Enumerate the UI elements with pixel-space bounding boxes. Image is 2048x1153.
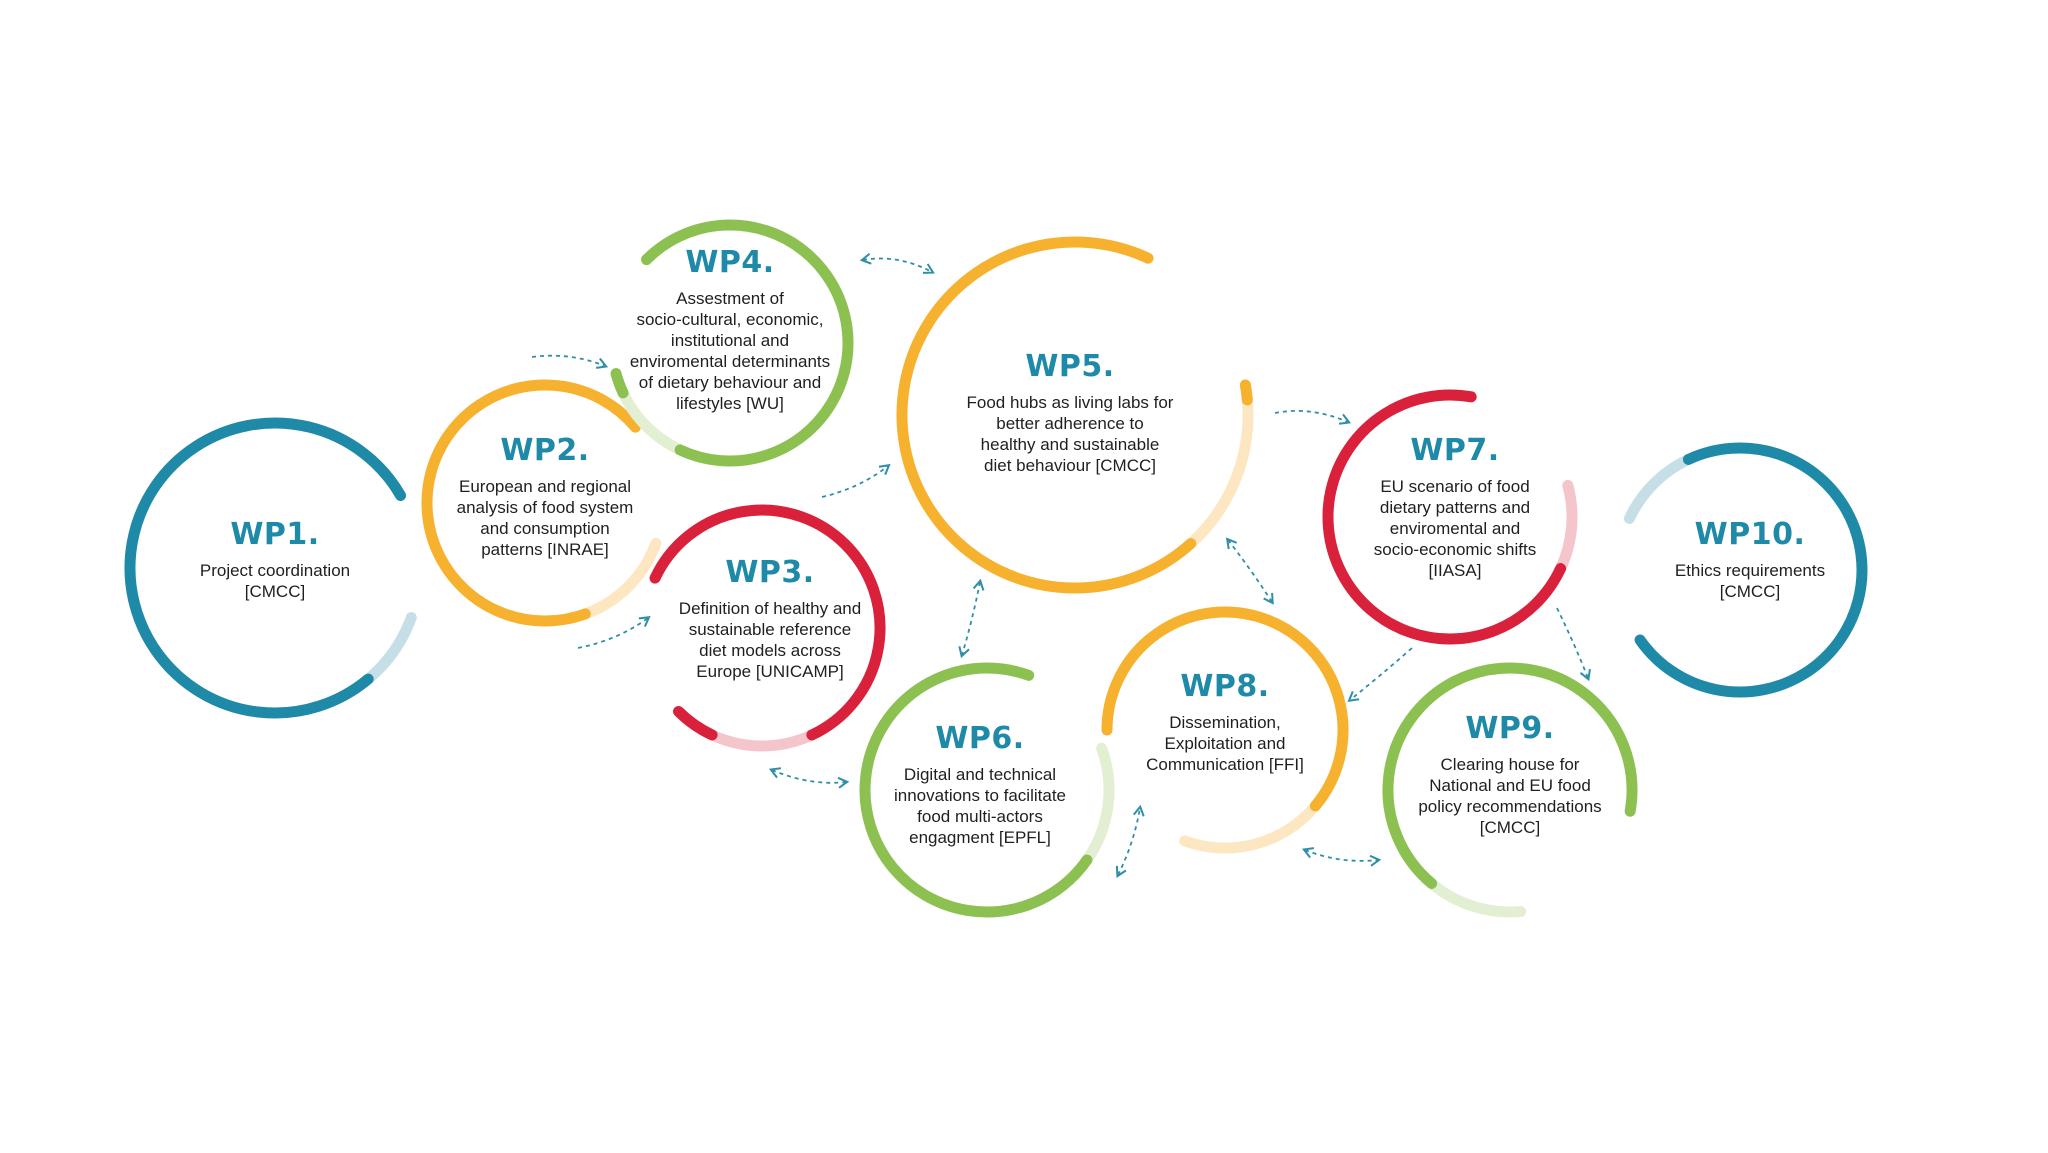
wp1-description: Project coordination [CMCC]: [199, 561, 351, 601]
wp2-label: WP2. European and regional analysis of f…: [420, 434, 670, 560]
arrow-wp2-to-wp4: [531, 354, 609, 369]
wp7-ring-light-arc: [1555, 479, 1578, 575]
wp4-ring-main-arc-2: [641, 219, 854, 467]
wp5-label: WP5. Food hubs as living labs for better…: [925, 350, 1215, 476]
arrow-wp6-wp8: [1115, 804, 1145, 878]
wp2-title: WP2.: [500, 433, 590, 468]
arrow-wp8-wp9: [1301, 847, 1382, 867]
wp10-label: WP10. Ethics requirements [CMCC]: [1630, 518, 1870, 602]
wp1-ring-light-arc: [362, 612, 417, 685]
wp3-ring-main-arc-1: [673, 705, 718, 741]
wp10-description: Ethics requirements [CMCC]: [1674, 561, 1826, 601]
arrow-layer: [531, 252, 1591, 878]
wp9-label: WP9. Clearing house for National and EU …: [1385, 712, 1635, 838]
wp3-ring-main-arc-2: [649, 504, 886, 741]
wp6-ring-light-arc: [1081, 742, 1115, 866]
wp8-label: WP8. Dissemination, Exploitation and Com…: [1110, 670, 1340, 775]
wp5-ring-main-arc-2: [1239, 379, 1253, 406]
arrow-wp2-to-wp3: [577, 616, 651, 649]
wp7-description: EU scenario of food dietary patterns and…: [1373, 477, 1537, 580]
arrow-wp7-to-wp9: [1556, 607, 1591, 682]
wp2-description: European and regional analysis of food s…: [456, 477, 634, 559]
wp1-label: WP1. Project coordination [CMCC]: [155, 518, 395, 602]
wp3-description: Definition of healthy and sustainable re…: [678, 599, 862, 681]
arrow-wp5-wp6: [958, 578, 985, 659]
wp5-description: Food hubs as living labs for better adhe…: [966, 393, 1174, 475]
wp10-ring-light-arc: [1623, 453, 1694, 524]
arrow-wp7-to-wp8: [1347, 647, 1413, 703]
wp6-ring-main-arc-1: [859, 662, 1093, 918]
wp8-description: Dissemination, Exploitation and Communic…: [1146, 713, 1304, 774]
wp6-description: Digital and technical innovations to fac…: [894, 765, 1066, 847]
wp1-title: WP1.: [230, 517, 320, 552]
arrow-wp5-wp8: [1225, 537, 1274, 605]
wp1-ring-main-arc-1: [124, 417, 407, 719]
wp2-ring-main-arc-1: [421, 379, 641, 627]
wp9-description: Clearing house for National and EU food …: [1418, 755, 1602, 837]
wp8-ring-main-arc-1: [1101, 606, 1349, 812]
wp6-title: WP6.: [935, 721, 1025, 756]
arrow-wp3-wp6: [768, 767, 850, 789]
ring-layer: [124, 219, 1868, 918]
arrow-wp4-wp5: [859, 252, 935, 274]
wp4-ring-main-arc-1: [610, 368, 629, 399]
wp6-label: WP6. Digital and technical innovations t…: [855, 722, 1105, 848]
wp5-ring-light-arc: [1185, 394, 1254, 550]
arrow-wp5-to-wp7: [1274, 409, 1352, 425]
wp4-description: Assestment of socio-cultural, economic, …: [629, 289, 831, 413]
wp9-ring-main-arc-1: [1382, 662, 1638, 889]
wp4-ring-light-arc: [617, 387, 686, 456]
arrow-wp3-to-wp5: [821, 463, 891, 498]
wp2-ring-light-arc: [579, 537, 662, 620]
wp10-ring-main-arc-1: [1634, 442, 1868, 698]
wp7-title: WP7.: [1410, 433, 1500, 468]
wp9-title: WP9.: [1465, 711, 1555, 746]
wp9-ring-light-arc: [1426, 877, 1527, 918]
wp3-label: WP3. Definition of healthy and sustainab…: [640, 556, 900, 682]
wp3-ring-light-arc: [706, 729, 818, 752]
wp8-title: WP8.: [1180, 669, 1270, 704]
wp7-label: WP7. EU scenario of food dietary pattern…: [1330, 434, 1580, 581]
wp8-ring-light-arc: [1179, 800, 1321, 854]
wp4-title: WP4.: [685, 245, 775, 280]
wp5-title: WP5.: [1025, 349, 1115, 384]
wp7-ring-main-arc-1: [1322, 389, 1567, 645]
wp3-title: WP3.: [725, 555, 815, 590]
wp10-title: WP10.: [1694, 517, 1806, 552]
wp5-ring-main-arc-1: [896, 236, 1197, 594]
wp4-label: WP4. Assestment of socio-cultural, econo…: [600, 246, 860, 414]
